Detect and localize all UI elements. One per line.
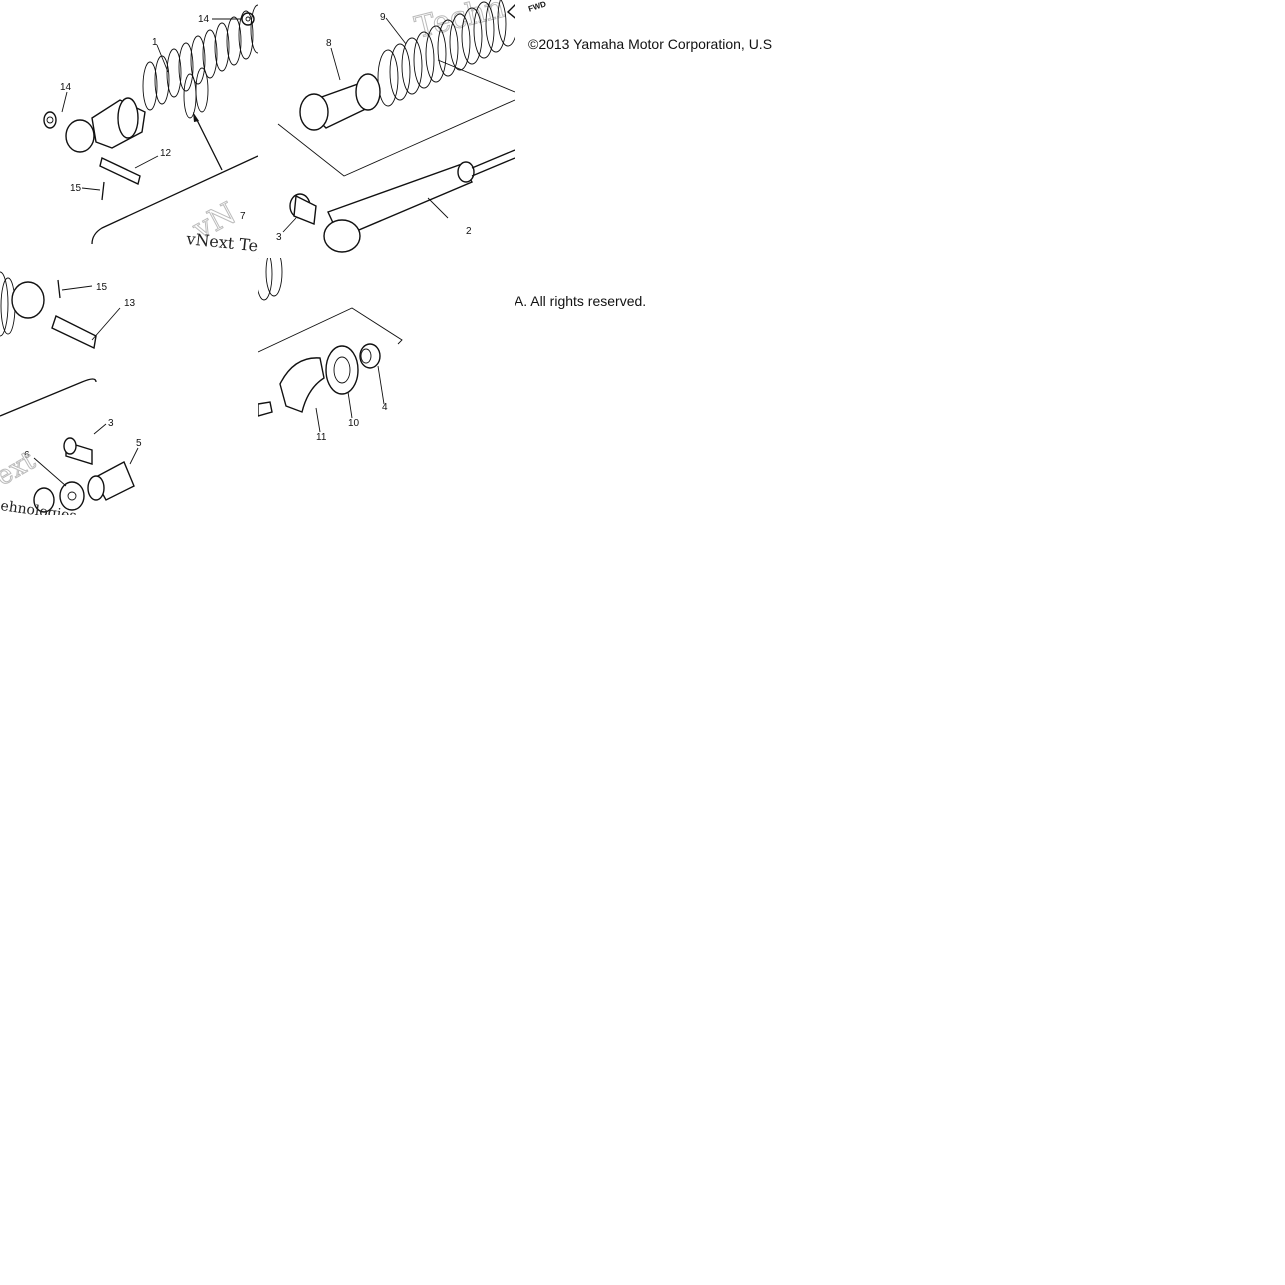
spring-coils	[142, 4, 258, 119]
callout-label: 5	[136, 438, 142, 449]
spring-9	[377, 0, 515, 107]
watermark-text: ext	[0, 446, 41, 493]
callout-label: 6	[24, 450, 30, 461]
callout-label: 10	[348, 418, 360, 429]
copyright-line-1: ©2013 Yamaha Motor Corporation, U.S	[528, 36, 773, 52]
callout-label: 1	[152, 37, 158, 48]
callout-label: 3	[276, 232, 282, 243]
callout-label: 12	[160, 148, 172, 159]
callout-label: 15	[96, 282, 108, 293]
fwd-arrow-icon	[506, 4, 515, 19]
callout-label: 8	[326, 38, 332, 49]
callout-label: 4	[382, 402, 388, 413]
diagram-tile-top-right: Techn	[258, 0, 515, 258]
callout-label: 13	[124, 298, 136, 309]
diagram-tile-bottom-right: 4 10 11	[258, 258, 515, 515]
callout-label: 9	[380, 12, 386, 23]
callout-label: 14	[198, 14, 210, 25]
callout-label: 2	[466, 226, 472, 237]
callout-label: 11	[316, 432, 327, 443]
callout-label: 3	[108, 418, 114, 429]
diagram-tile-bottom-left: 15 13 3 5 6 ext ehnologies	[0, 258, 258, 515]
callout-label: 15	[70, 183, 82, 194]
callout-label: 14	[60, 82, 72, 93]
copyright-line-2: .A. All rights reserved.	[510, 293, 647, 309]
watermark-text: vNext Tec	[185, 229, 258, 256]
fwd-tag-label: FWD	[527, 0, 548, 14]
diagram-tile-top-left: 14 1 14 12 15 7 vN vNext Tec	[0, 0, 258, 258]
callout-label: 7	[240, 211, 246, 222]
